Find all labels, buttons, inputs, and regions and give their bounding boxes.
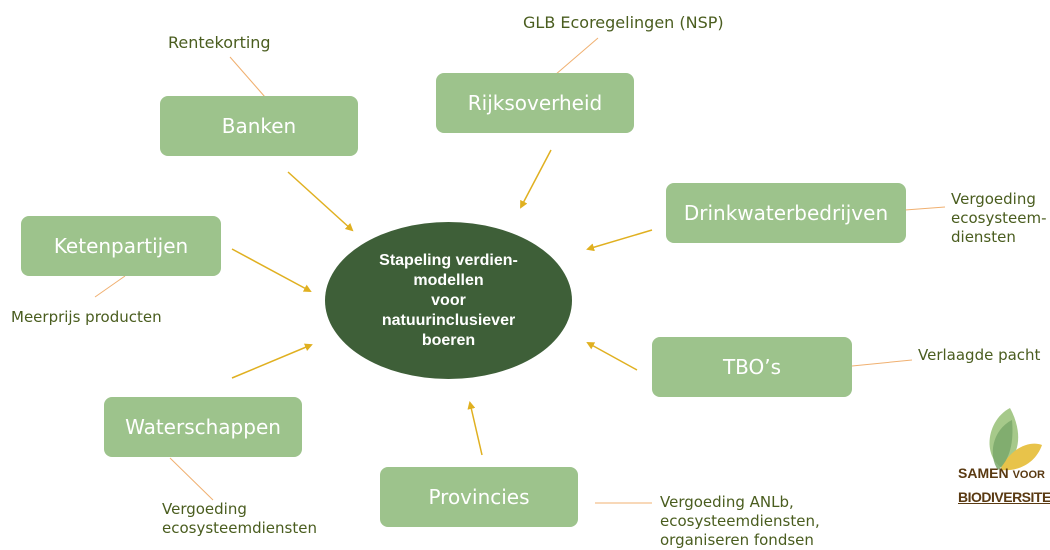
arrow-banken <box>287 171 354 232</box>
leader-waterschappen <box>169 457 214 501</box>
samen-voor-biodiversiteit-leaf-icon <box>989 408 1042 471</box>
revenue-label-drinkwaterbedrijven: Vergoeding ecosysteem- diensten <box>951 190 1047 246</box>
arrow-tbo <box>586 342 638 371</box>
leader-drinkwater <box>904 206 946 211</box>
leader-ketenpartijen <box>94 275 126 298</box>
revenue-label-banken: Rentekorting <box>168 33 271 52</box>
revenue-label-waterschappen: Vergoeding ecosysteemdiensten <box>162 500 317 537</box>
center-title: Stapeling verdien- modellen voor natuuri… <box>379 251 518 349</box>
actor-box-waterschappen: Waterschappen <box>104 397 302 457</box>
actor-box-banken: Banken <box>160 96 358 156</box>
center-ellipse: Stapeling verdien- modellen voor natuuri… <box>325 222 572 379</box>
actor-box-rijksoverheid: Rijksoverheid <box>436 73 634 133</box>
actor-box-provincies: Provincies <box>380 467 578 527</box>
arrow-rijksoverheid <box>520 149 552 209</box>
actor-box-tbo: TBO’s <box>652 337 852 397</box>
logo-line2: BIODIVERSITEIT <box>958 489 1050 505</box>
leader-tbo <box>851 359 913 367</box>
revenue-label-ketenpartijen: Meerprijs producten <box>11 308 162 326</box>
actor-box-drinkwaterbedrijven: Drinkwaterbedrijven <box>666 183 906 243</box>
logo-line1-small: VOOR <box>1012 469 1045 481</box>
revenue-label-rijksoverheid: GLB Ecoregelingen (NSP) <box>523 13 724 32</box>
arrow-waterschappen <box>231 343 313 379</box>
revenue-label-tbo: Verlaagde pacht <box>918 346 1041 364</box>
leader-rijksoverheid <box>554 37 599 76</box>
arrow-drinkwater <box>586 229 653 252</box>
arrow-provincies <box>467 401 483 456</box>
logo-line1: SAMEN <box>958 465 1009 481</box>
leader-banken <box>229 56 266 98</box>
arrow-ketenpartijen <box>231 248 312 292</box>
revenue-label-provincies: Vergoeding ANLb, ecosysteemdiensten, org… <box>660 493 820 549</box>
actor-box-ketenpartijen: Ketenpartijen <box>21 216 221 276</box>
